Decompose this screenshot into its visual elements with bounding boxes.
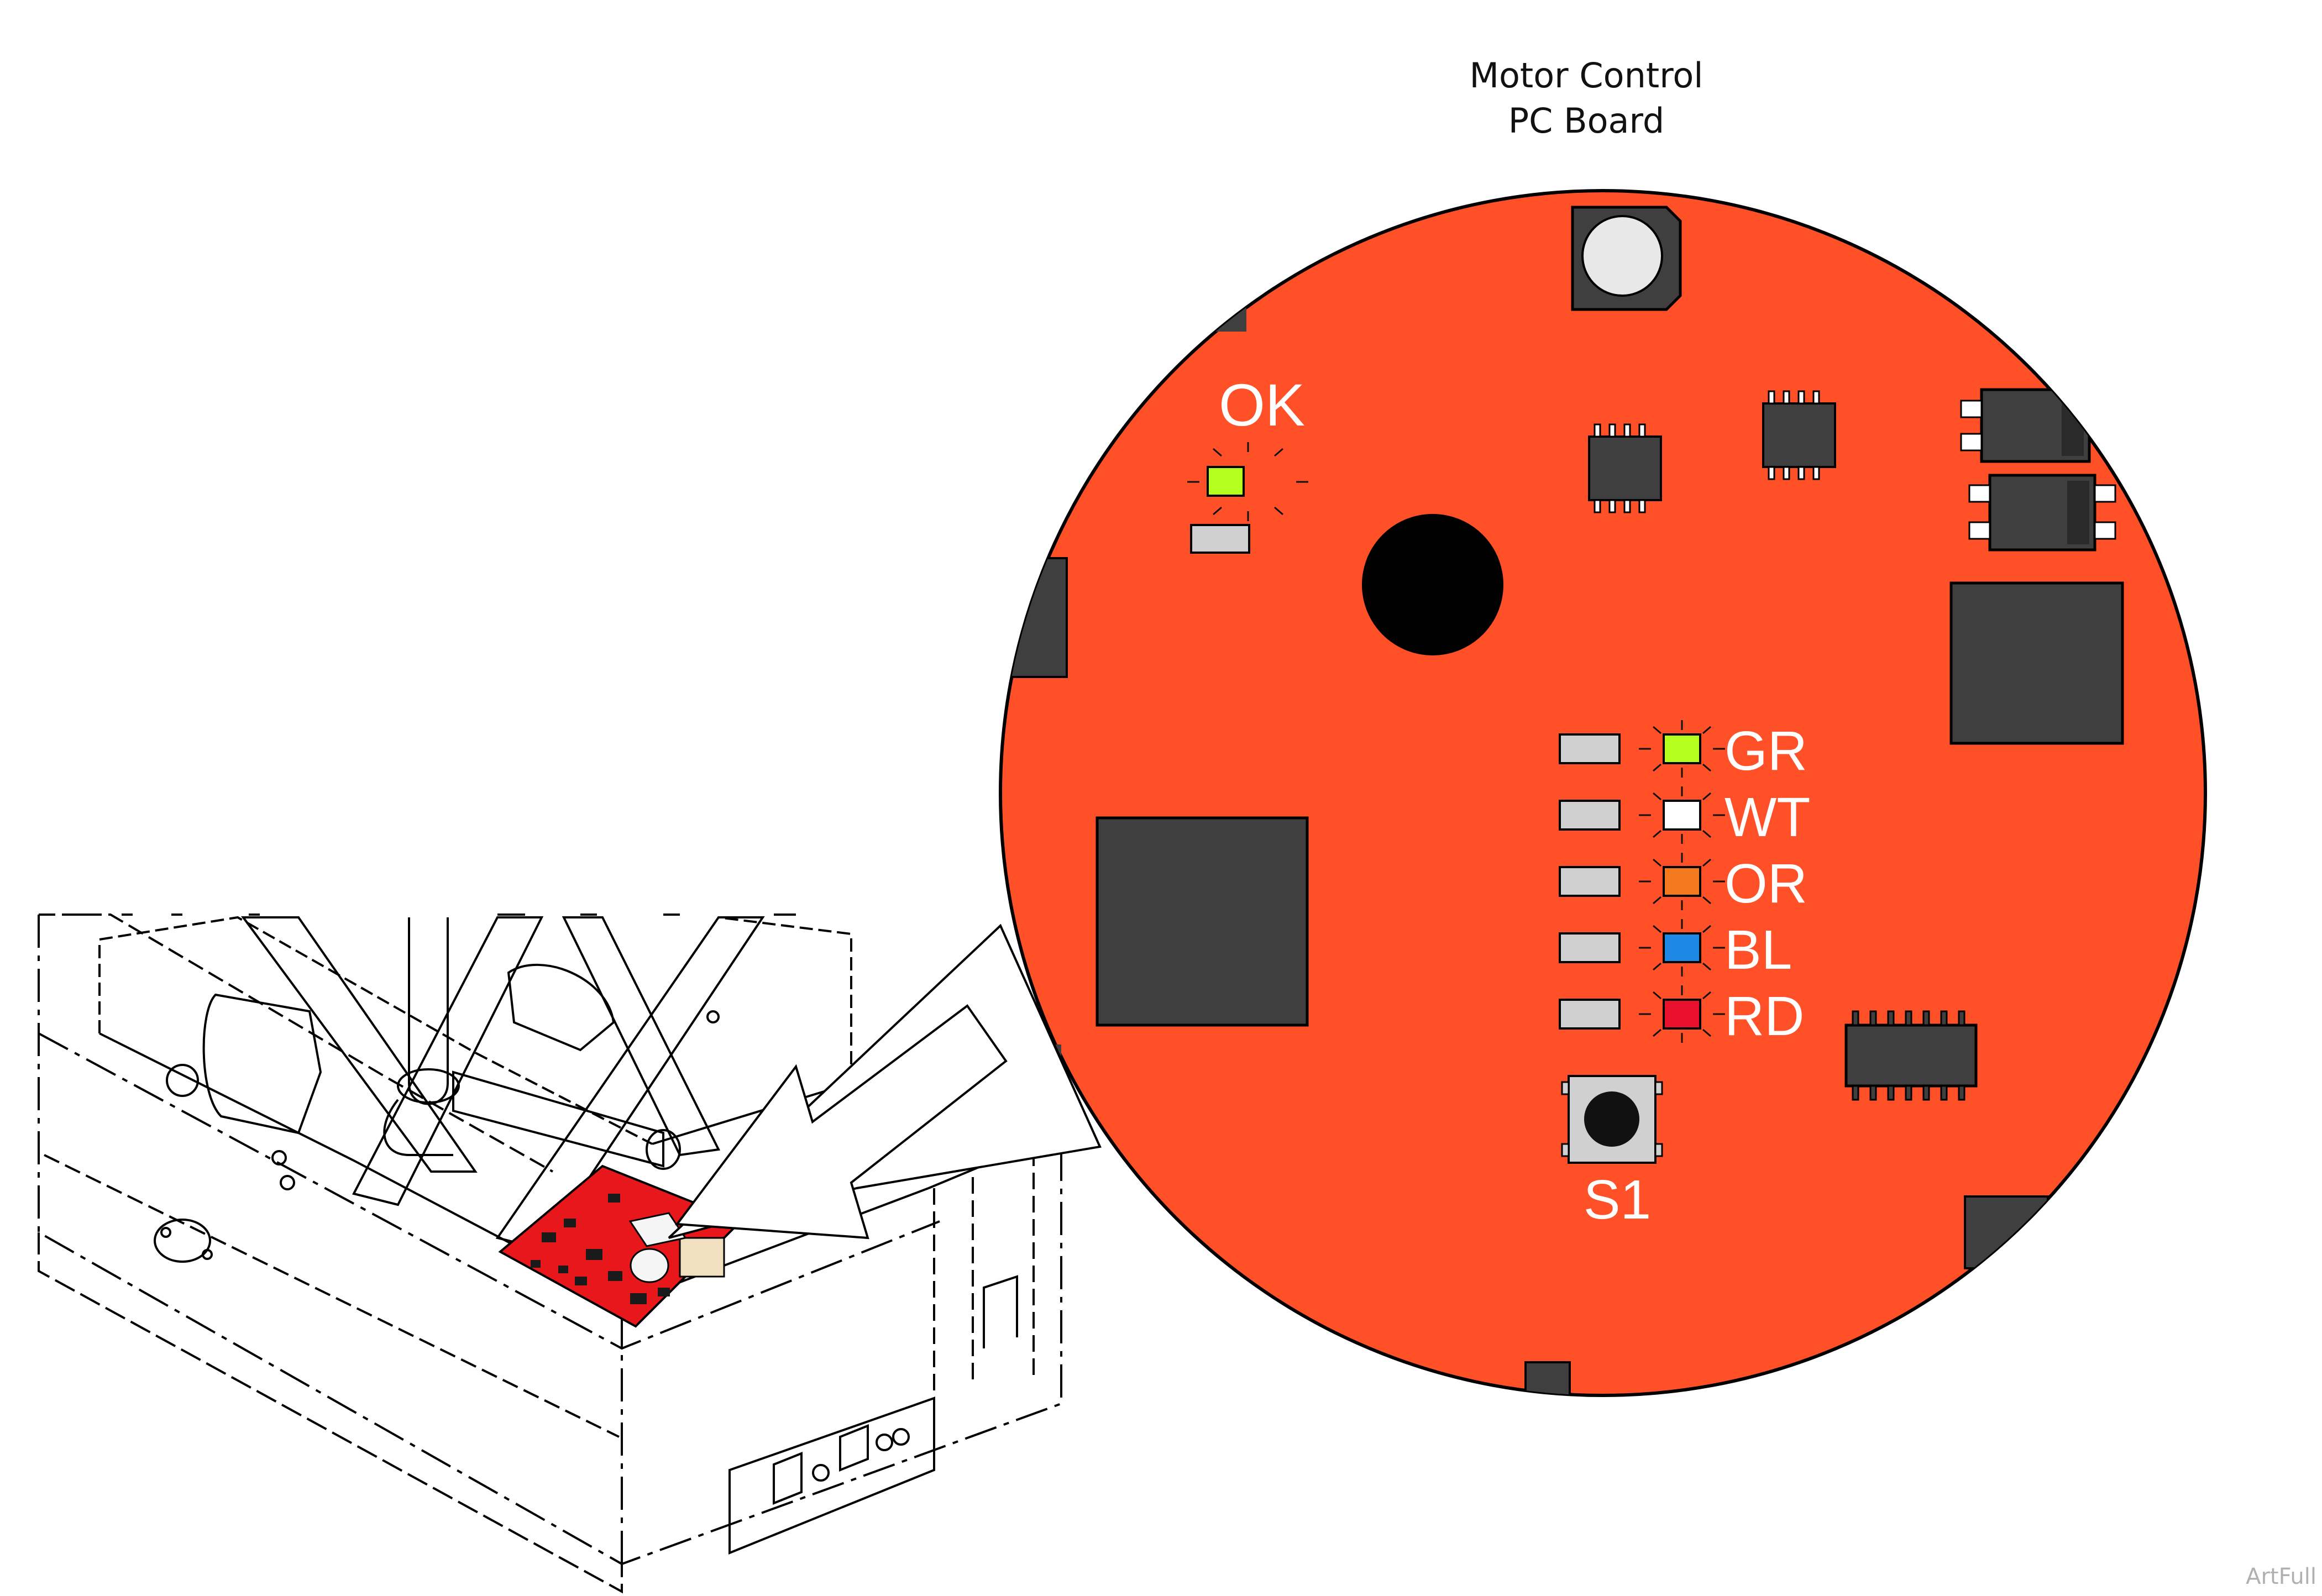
led-indicator bbox=[1663, 999, 1701, 1030]
relay-lower bbox=[1968, 474, 2116, 552]
ic-chip-14pin bbox=[1844, 1010, 1978, 1101]
power-module-right bbox=[1949, 581, 2124, 745]
status-led-bl: BL bbox=[1559, 919, 1792, 981]
led-pad bbox=[1559, 733, 1621, 764]
mounting-hole bbox=[1362, 514, 1503, 655]
board-components bbox=[1000, 206, 2124, 1395]
s1-label: S1 bbox=[1584, 1169, 1651, 1231]
led-indicator bbox=[1663, 866, 1701, 897]
ic-chip-right bbox=[1762, 390, 1836, 480]
led-pad bbox=[1559, 999, 1621, 1030]
callout-wedge bbox=[668, 923, 1102, 1240]
led-glow-rays bbox=[1639, 985, 1725, 1043]
status-led-gr: GR bbox=[1559, 720, 1807, 782]
edge-component bbox=[1524, 1361, 1571, 1395]
led-pad bbox=[1559, 800, 1621, 831]
led-label: BL bbox=[1725, 919, 1792, 981]
ic-chip-left bbox=[1588, 423, 1662, 513]
led-indicator bbox=[1663, 932, 1701, 963]
led-indicator bbox=[1663, 733, 1701, 764]
relay-upper bbox=[1960, 388, 2091, 463]
small-pc-board bbox=[498, 1164, 743, 1328]
pointer-arrow bbox=[675, 1004, 1008, 1240]
button-cap-icon bbox=[1584, 1091, 1639, 1147]
s1-push-button bbox=[1561, 1075, 1663, 1164]
status-led-rd: RD bbox=[1559, 985, 1804, 1047]
power-module-left bbox=[1096, 816, 1309, 1027]
ok-led-pad bbox=[1190, 524, 1250, 554]
edge-component bbox=[1964, 1195, 2049, 1269]
led-glow-rays bbox=[1639, 720, 1725, 778]
led-glow-rays bbox=[1187, 442, 1308, 521]
diagram-title-line-2: PC Board bbox=[1508, 101, 1665, 141]
led-pad bbox=[1559, 932, 1621, 963]
led-label: RD bbox=[1725, 985, 1804, 1047]
status-led-wt: WT bbox=[1559, 786, 1810, 848]
led-pad bbox=[1559, 866, 1621, 897]
led-label: WT bbox=[1725, 786, 1810, 848]
artfull-watermark: ArtFull bbox=[2246, 1564, 2316, 1589]
led-label: OR bbox=[1725, 853, 1807, 915]
ok-led-indicator bbox=[1207, 466, 1245, 497]
status-led-or: OR bbox=[1559, 853, 1807, 915]
led-glow-rays bbox=[1639, 919, 1725, 977]
diagram-title-line-1: Motor Control bbox=[1469, 55, 1704, 96]
edge-component bbox=[1188, 287, 1246, 332]
ok-label: OK bbox=[1219, 371, 1305, 438]
led-glow-rays bbox=[1639, 853, 1725, 910]
led-label: GR bbox=[1725, 720, 1807, 782]
ok-led-group: OK bbox=[1187, 371, 1308, 554]
led-glow-rays bbox=[1639, 786, 1725, 844]
led-indicator bbox=[1663, 800, 1701, 831]
edge-component bbox=[1000, 557, 1068, 678]
